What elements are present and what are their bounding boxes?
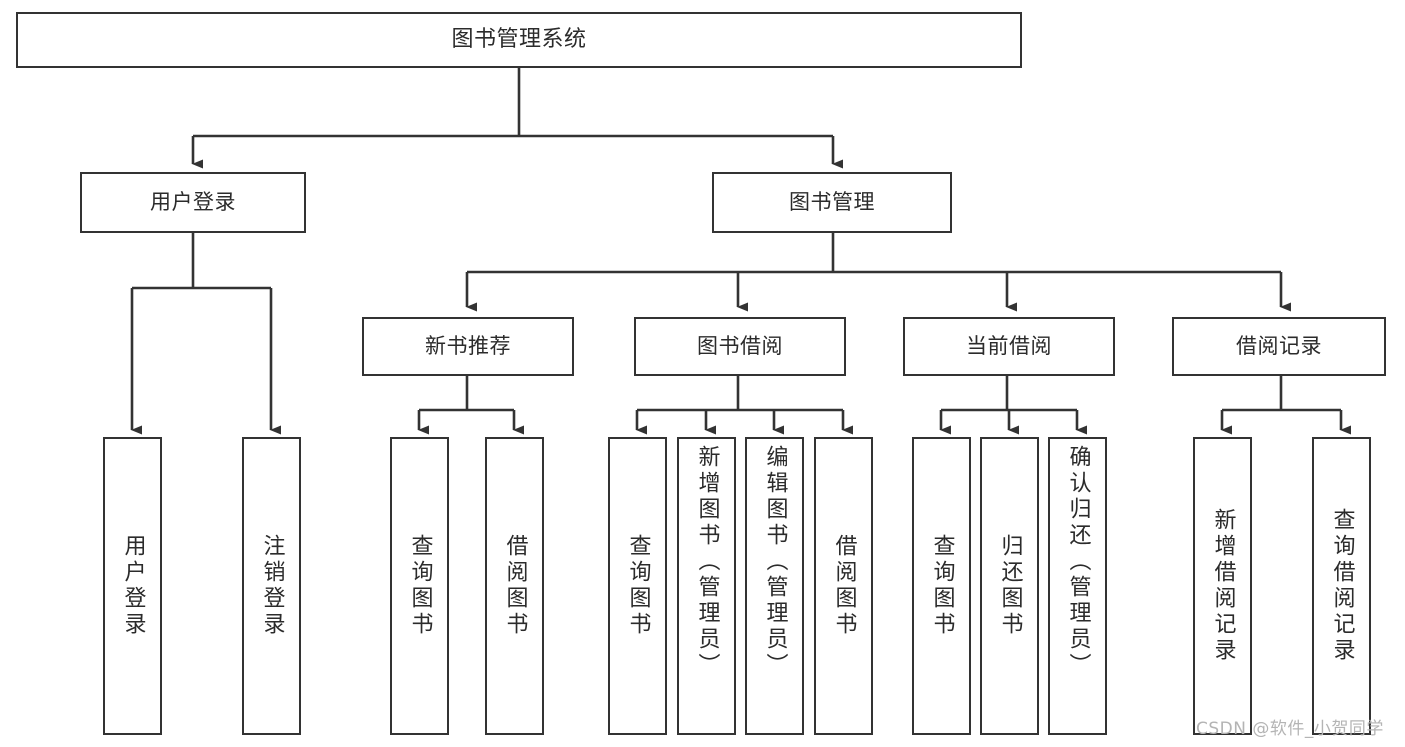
node-label: 用户登录 [120, 534, 146, 638]
node-leaf-query-borrow-record[interactable]: 查询借阅记录 [1312, 437, 1371, 735]
node-label: 编辑图书（管理员） [762, 445, 788, 679]
node-label: 图书管理 [789, 190, 875, 215]
node-leaf-query-books-newbook[interactable]: 查询图书 [390, 437, 449, 735]
node-label: 新增借阅记录 [1210, 508, 1236, 664]
node-label: 借阅图书 [831, 534, 857, 638]
node-label: 查询图书 [407, 534, 433, 638]
node-leaf-return-books[interactable]: 归还图书 [980, 437, 1039, 735]
node-label: 借阅图书 [502, 534, 528, 638]
node-leaf-confirm-return-admin[interactable]: 确认归还（管理员） [1048, 437, 1107, 735]
node-label: 查询图书 [929, 534, 955, 638]
node-label: 查询图书 [625, 534, 651, 638]
node-leaf-borrow-books[interactable]: 借阅图书 [814, 437, 873, 735]
node-label: 当前借阅 [966, 334, 1052, 359]
node-label: 借阅记录 [1236, 334, 1322, 359]
node-label: 用户登录 [150, 190, 236, 215]
node-user-login[interactable]: 用户登录 [80, 172, 306, 233]
node-label: 确认归还（管理员） [1065, 445, 1091, 679]
node-borrowing-record[interactable]: 借阅记录 [1172, 317, 1386, 376]
csdn-watermark: CSDN @软件_小贺同学 [1196, 719, 1384, 739]
node-root-book-management-system[interactable]: 图书管理系统 [16, 12, 1022, 68]
node-leaf-query-books-current[interactable]: 查询图书 [912, 437, 971, 735]
node-leaf-logout[interactable]: 注销登录 [242, 437, 301, 735]
node-book-management[interactable]: 图书管理 [712, 172, 952, 233]
node-label: 图书借阅 [697, 334, 783, 359]
node-label: 图书管理系统 [451, 27, 587, 53]
node-leaf-add-borrow-record[interactable]: 新增借阅记录 [1193, 437, 1252, 735]
node-label: 查询借阅记录 [1329, 508, 1355, 664]
node-label: 注销登录 [259, 534, 285, 638]
node-leaf-query-books-borrow[interactable]: 查询图书 [608, 437, 667, 735]
node-new-book-recommendation[interactable]: 新书推荐 [362, 317, 574, 376]
node-leaf-borrow-books-newbook[interactable]: 借阅图书 [485, 437, 544, 735]
node-label: 归还图书 [997, 534, 1023, 638]
node-book-borrowing[interactable]: 图书借阅 [634, 317, 846, 376]
node-leaf-add-book-admin[interactable]: 新增图书（管理员） [677, 437, 736, 735]
node-label: 新书推荐 [425, 334, 511, 359]
node-label: 新增图书（管理员） [694, 445, 720, 679]
node-current-borrowing[interactable]: 当前借阅 [903, 317, 1115, 376]
node-leaf-edit-book-admin[interactable]: 编辑图书（管理员） [745, 437, 804, 735]
node-leaf-user-login[interactable]: 用户登录 [103, 437, 162, 735]
